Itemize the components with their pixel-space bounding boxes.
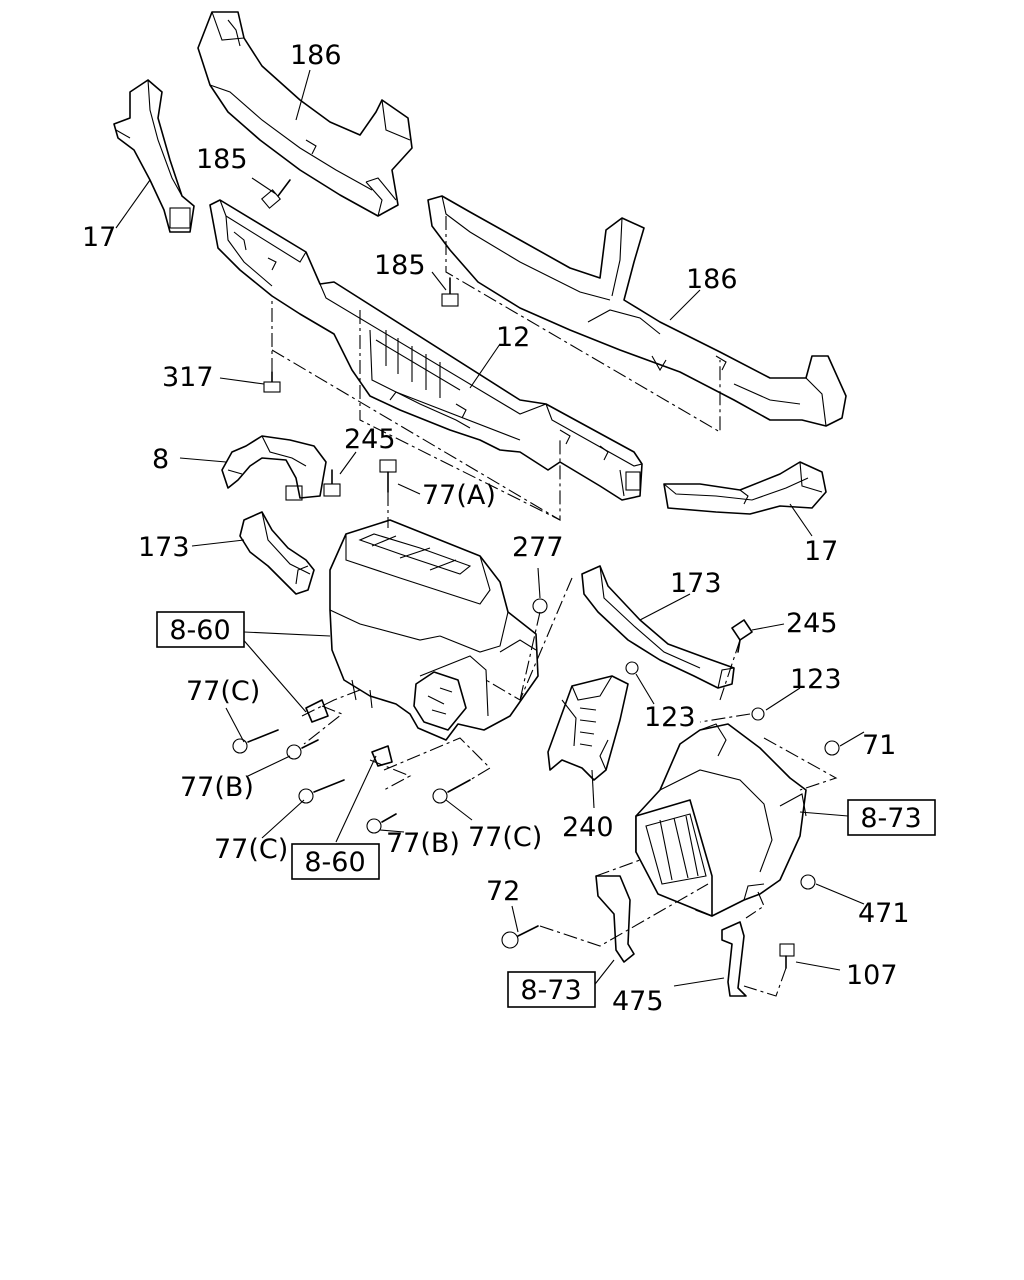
- callout-77b-upper: 77(B): [180, 772, 254, 803]
- callout-17-right: 17: [804, 536, 838, 567]
- callout-71: 71: [862, 730, 896, 761]
- bolt-185-lower: [441, 277, 459, 307]
- callout-475: 475: [612, 986, 664, 1017]
- ref-box-8-60-upper: 8-60: [156, 611, 245, 648]
- bracket-72-assembly: [595, 875, 635, 963]
- screw-245-right: [731, 619, 753, 653]
- ref-label-8-60-lower: 8-60: [304, 847, 365, 878]
- callout-186-upper: 186: [290, 40, 342, 71]
- callout-185-lower: 185: [374, 250, 426, 281]
- side-vent-duct-17-right: [663, 461, 827, 515]
- callout-173-left: 173: [138, 532, 190, 563]
- bolt-185-upper: [261, 179, 291, 209]
- callout-72: 72: [486, 876, 520, 907]
- bracket-475: [721, 921, 747, 997]
- center-duct-12: [209, 199, 643, 501]
- bolt-107: [779, 943, 795, 969]
- callout-12: 12: [496, 322, 530, 353]
- ref-label-8-60-upper: 8-60: [169, 615, 230, 646]
- ref-label-8-73-lower: 8-73: [520, 975, 581, 1006]
- callout-240: 240: [562, 812, 614, 843]
- bracket-clip-lower: [371, 745, 393, 767]
- side-vent-duct-17-left: [113, 79, 195, 233]
- callout-77c-upper: 77(C): [186, 676, 260, 707]
- bolt-77c-middle: [298, 779, 345, 804]
- ref-box-8-73-upper: 8-73: [847, 799, 936, 836]
- screw-123-lower: [751, 707, 765, 721]
- ref-label-8-73-upper: 8-73: [860, 803, 921, 834]
- callout-123-lower: 123: [644, 702, 696, 733]
- bolt-317: [263, 371, 281, 393]
- defroster-duct-186-upper: [197, 11, 413, 217]
- bolt-77c-lower: [432, 779, 471, 804]
- ref-box-8-60-lower: 8-60: [291, 843, 380, 880]
- blower-case-240: [547, 675, 629, 781]
- callout-186-lower: 186: [686, 264, 738, 295]
- blower-unit-assembly: [635, 723, 807, 917]
- callout-77c-lower: 77(C): [468, 822, 542, 853]
- callout-77c-middle: 77(C): [214, 834, 288, 865]
- side-duct-173-right: [581, 565, 735, 689]
- screw-77a: [379, 459, 397, 493]
- callout-185-upper: 185: [196, 144, 248, 175]
- bolt-77c-upper: [232, 729, 279, 754]
- callout-123-upper: 123: [790, 664, 842, 695]
- bolt-77b-upper: [286, 739, 319, 760]
- bracket-clip-upper: [305, 699, 329, 723]
- nut-277: [532, 598, 548, 614]
- alignment-lines: [271, 216, 838, 997]
- callout-245-right: 245: [786, 608, 838, 639]
- nut-471: [800, 874, 816, 890]
- ref-box-8-73-lower: 8-73: [507, 971, 596, 1008]
- screw-245-left: [323, 469, 341, 497]
- callout-471: 471: [858, 898, 910, 929]
- callout-77b-lower: 77(B): [386, 828, 460, 859]
- nut-71: [824, 740, 840, 756]
- heater-unit-assembly: [329, 519, 539, 741]
- callout-173-right: 173: [670, 568, 722, 599]
- bolt-72: [501, 925, 539, 949]
- callout-77a: 77(A): [422, 480, 496, 511]
- callout-labels: 186 185 17 185 186 12 317 8 245 77(A) 17…: [82, 40, 910, 1017]
- callout-317: 317: [162, 362, 214, 393]
- leader-lines: [115, 69, 865, 989]
- side-duct-173-left: [239, 511, 315, 595]
- defroster-duct-186-lower: [427, 195, 847, 427]
- callout-245-left: 245: [344, 424, 396, 455]
- screw-123-upper: [625, 661, 639, 675]
- callout-17-left: 17: [82, 222, 116, 253]
- floor-duct-8: [221, 435, 327, 501]
- callout-277: 277: [512, 532, 564, 563]
- bolt-77b-lower: [366, 813, 397, 834]
- callout-107: 107: [846, 960, 898, 991]
- callout-8: 8: [152, 444, 169, 475]
